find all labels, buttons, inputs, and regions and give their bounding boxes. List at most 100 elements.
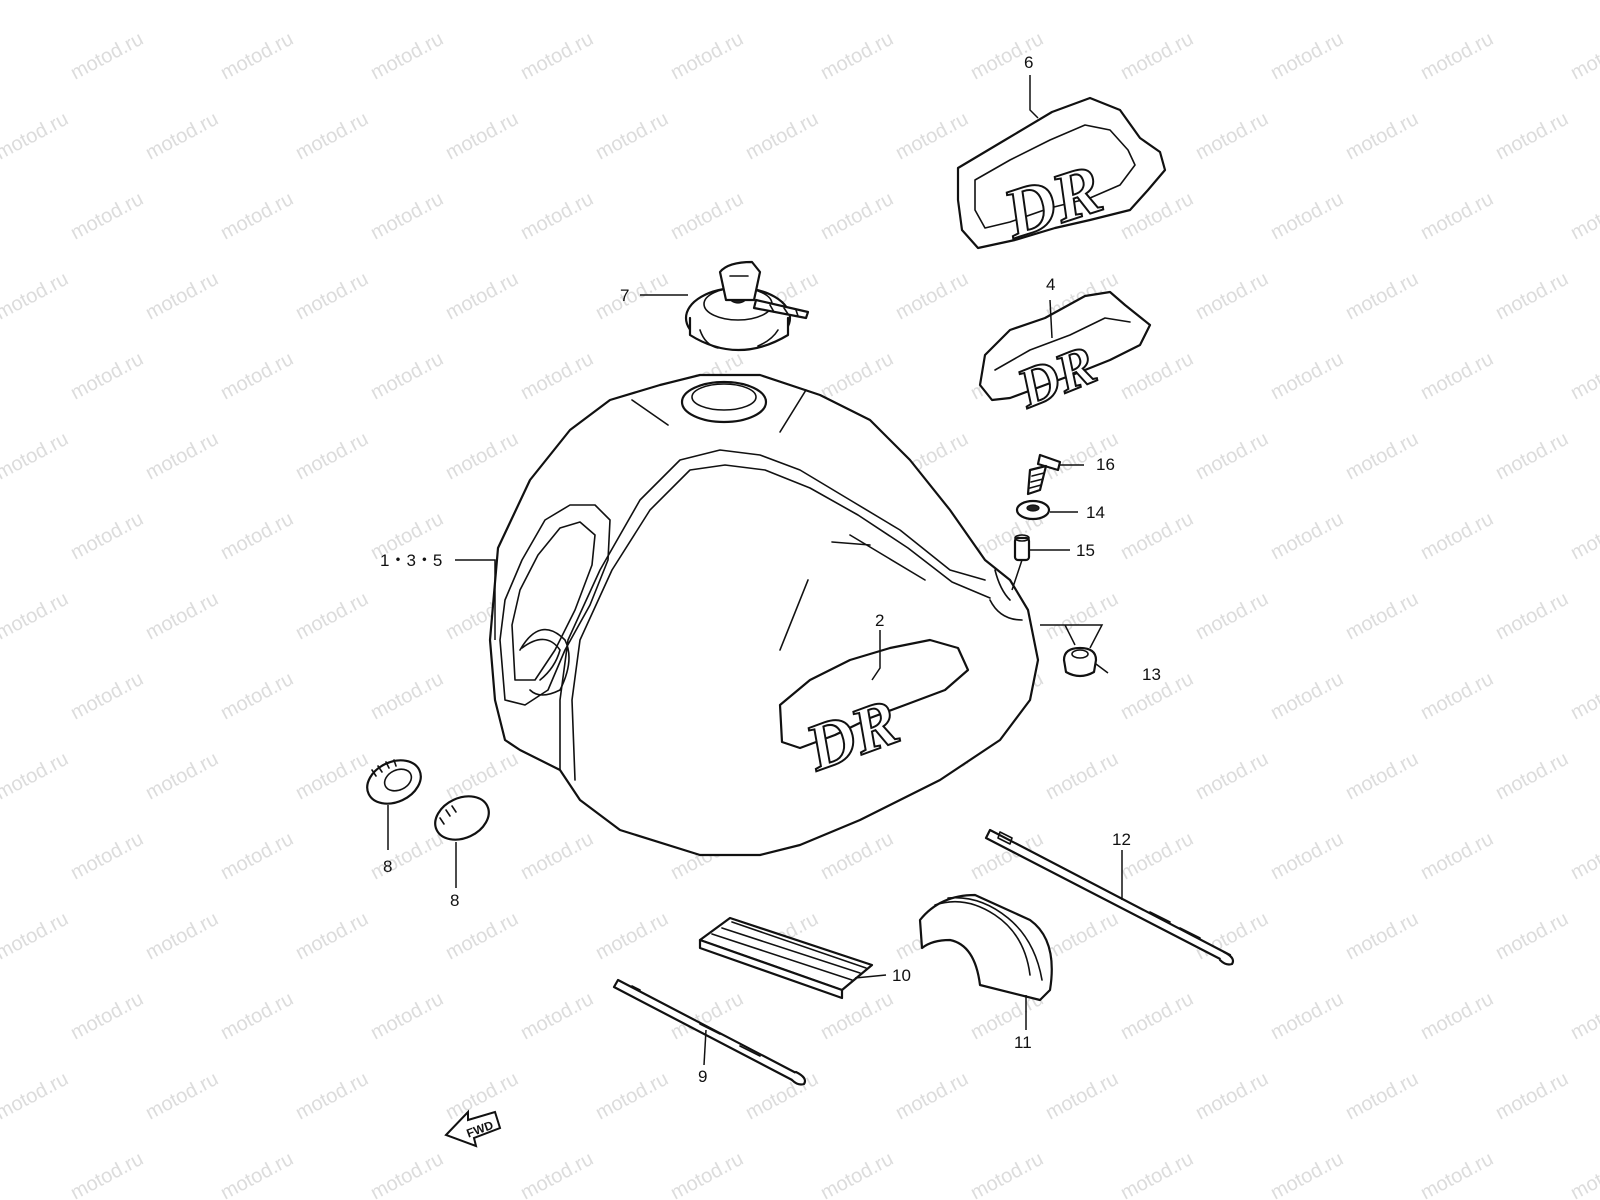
watermark-text: motod.ru (292, 588, 372, 644)
watermark-text: motod.ru (1417, 988, 1497, 1044)
watermark-text: motod.ru (1417, 828, 1497, 884)
watermark-text: motod.ru (367, 988, 447, 1044)
watermark-text: motod.ru (142, 588, 222, 644)
watermark-text: motod.ru (1042, 908, 1122, 964)
watermark-text: motod.ru (367, 828, 447, 884)
watermark-text: motod.ru (1417, 668, 1497, 724)
watermark-text: motod.ru (442, 748, 522, 804)
watermark-text: motod.ru (1042, 748, 1122, 804)
watermark-text: motod.ru (0, 0, 72, 4)
watermark-text: motod.ru (1567, 668, 1600, 724)
watermark-text: motod.ru (442, 428, 522, 484)
watermark-text: motod.ru (592, 268, 672, 324)
watermark-text: motod.ru (442, 908, 522, 964)
callout-collar-15: 15 (1076, 541, 1095, 560)
watermark-text: motod.ru (1342, 1068, 1422, 1124)
watermark-text: motod.ru (367, 28, 447, 84)
watermark-text: motod.ru (1267, 828, 1347, 884)
cushion-part-13 (1062, 646, 1098, 678)
watermark-text: motod.ru (667, 1148, 747, 1200)
watermark-text: motod.ru (1567, 508, 1600, 564)
watermark-text: motod.ru (0, 908, 72, 964)
watermark-text: motod.ru (1417, 508, 1497, 564)
watermark-text: motod.ru (1192, 588, 1272, 644)
watermark-text: motod.ru (742, 1068, 822, 1124)
watermark-text: motod.ru (1117, 348, 1197, 404)
cushion-part-11 (918, 893, 1053, 1002)
watermark-text: motod.ru (67, 828, 147, 884)
watermark-text: motod.ru (517, 1148, 597, 1200)
watermark-text: motod.ru (367, 668, 447, 724)
watermark-text: motod.ru (592, 1068, 672, 1124)
watermark-text: motod.ru (0, 1068, 72, 1124)
watermark-text: motod.ru (1192, 908, 1272, 964)
watermark-text: motod.ru (142, 108, 222, 164)
watermark-text: motod.ru (292, 1068, 372, 1124)
watermark-text: motod.ru (892, 268, 972, 324)
watermark-text: motod.ru (217, 28, 297, 84)
callout-decal-6: 6 (1024, 53, 1033, 72)
watermark-text: motod.ru (1192, 1068, 1272, 1124)
watermark-text: motod.ru (0, 428, 72, 484)
watermark-text: motod.ru (1492, 588, 1572, 644)
watermark-text: motod.ru (1342, 108, 1422, 164)
watermark-text: motod.ru (1492, 748, 1572, 804)
watermark-text: motod.ru (67, 668, 147, 724)
watermark-text: motod.ru (217, 988, 297, 1044)
watermark-text: motod.ru (367, 1148, 447, 1200)
watermark-text: motod.ru (817, 1148, 897, 1200)
callout-bolt-16: 16 (1096, 455, 1115, 474)
callout-cushion-13: 13 (1142, 665, 1161, 684)
callout-band-12: 12 (1112, 830, 1131, 849)
decal-part-4: DR (978, 290, 1152, 422)
watermark-text: motod.ru (217, 508, 297, 564)
watermark-text: motod.ru (517, 348, 597, 404)
watermark-text: motod.ru (1342, 588, 1422, 644)
watermark-text: motod.ru (442, 0, 522, 4)
watermark-text: motod.ru (1567, 988, 1600, 1044)
callout-decal-4: 4 (1046, 275, 1055, 294)
watermark-text: motod.ru (817, 828, 897, 884)
watermark-text: motod.ru (1267, 348, 1347, 404)
bolt-part-16 (1026, 453, 1062, 496)
watermark-text: motod.ru (1567, 348, 1600, 404)
watermark-text: motod.ru (1042, 0, 1122, 4)
watermark-text: motod.ru (817, 348, 897, 404)
watermark-text: motod.ru (1342, 428, 1422, 484)
fuel-cap-part-7 (684, 260, 810, 351)
callout-cap-8-a: 8 (383, 857, 392, 876)
watermark-text: motod.ru (0, 268, 72, 324)
watermark-text: motod.ru (1492, 428, 1572, 484)
watermark-text: motod.ru (1267, 188, 1347, 244)
watermark-text: motod.ru (142, 0, 222, 4)
callout-decal-2: 2 (875, 611, 884, 630)
watermark-text: motod.ru (1567, 28, 1600, 84)
watermark-text: motod.ru (1117, 988, 1197, 1044)
watermark-text: motod.ru (1192, 108, 1272, 164)
watermark-text: motod.ru (667, 28, 747, 84)
watermark-text: motod.ru (1342, 908, 1422, 964)
callout-cushion-11: 11 (1014, 1033, 1032, 1052)
watermark-text: motod.ru (1042, 588, 1122, 644)
watermark-text: motod.ru (142, 1068, 222, 1124)
cap-part-8-a (366, 759, 422, 805)
watermark-text: motod.ru (67, 28, 147, 84)
watermark-text: motod.ru (1417, 1148, 1497, 1200)
watermark-text: motod.ru (1492, 108, 1572, 164)
watermark-text: motod.ru (217, 668, 297, 724)
watermark-text: motod.ru (1192, 0, 1272, 4)
watermark-text: motod.ru (517, 188, 597, 244)
watermark-text: motod.ru (217, 1148, 297, 1200)
watermark-text: motod.ru (1192, 748, 1272, 804)
watermark-text: motod.ru (1417, 188, 1497, 244)
watermark-text: motod.ru (742, 108, 822, 164)
watermark-text: motod.ru (592, 908, 672, 964)
watermark-text: motod.ru (817, 28, 897, 84)
watermark-text: motod.ru (217, 348, 297, 404)
watermark-text: motod.ru (1267, 988, 1347, 1044)
callout-band-9: 9 (698, 1067, 707, 1086)
watermark-text: motod.ru (67, 988, 147, 1044)
watermark-text: motod.ru (217, 188, 297, 244)
watermark-text: motod.ru (67, 188, 147, 244)
